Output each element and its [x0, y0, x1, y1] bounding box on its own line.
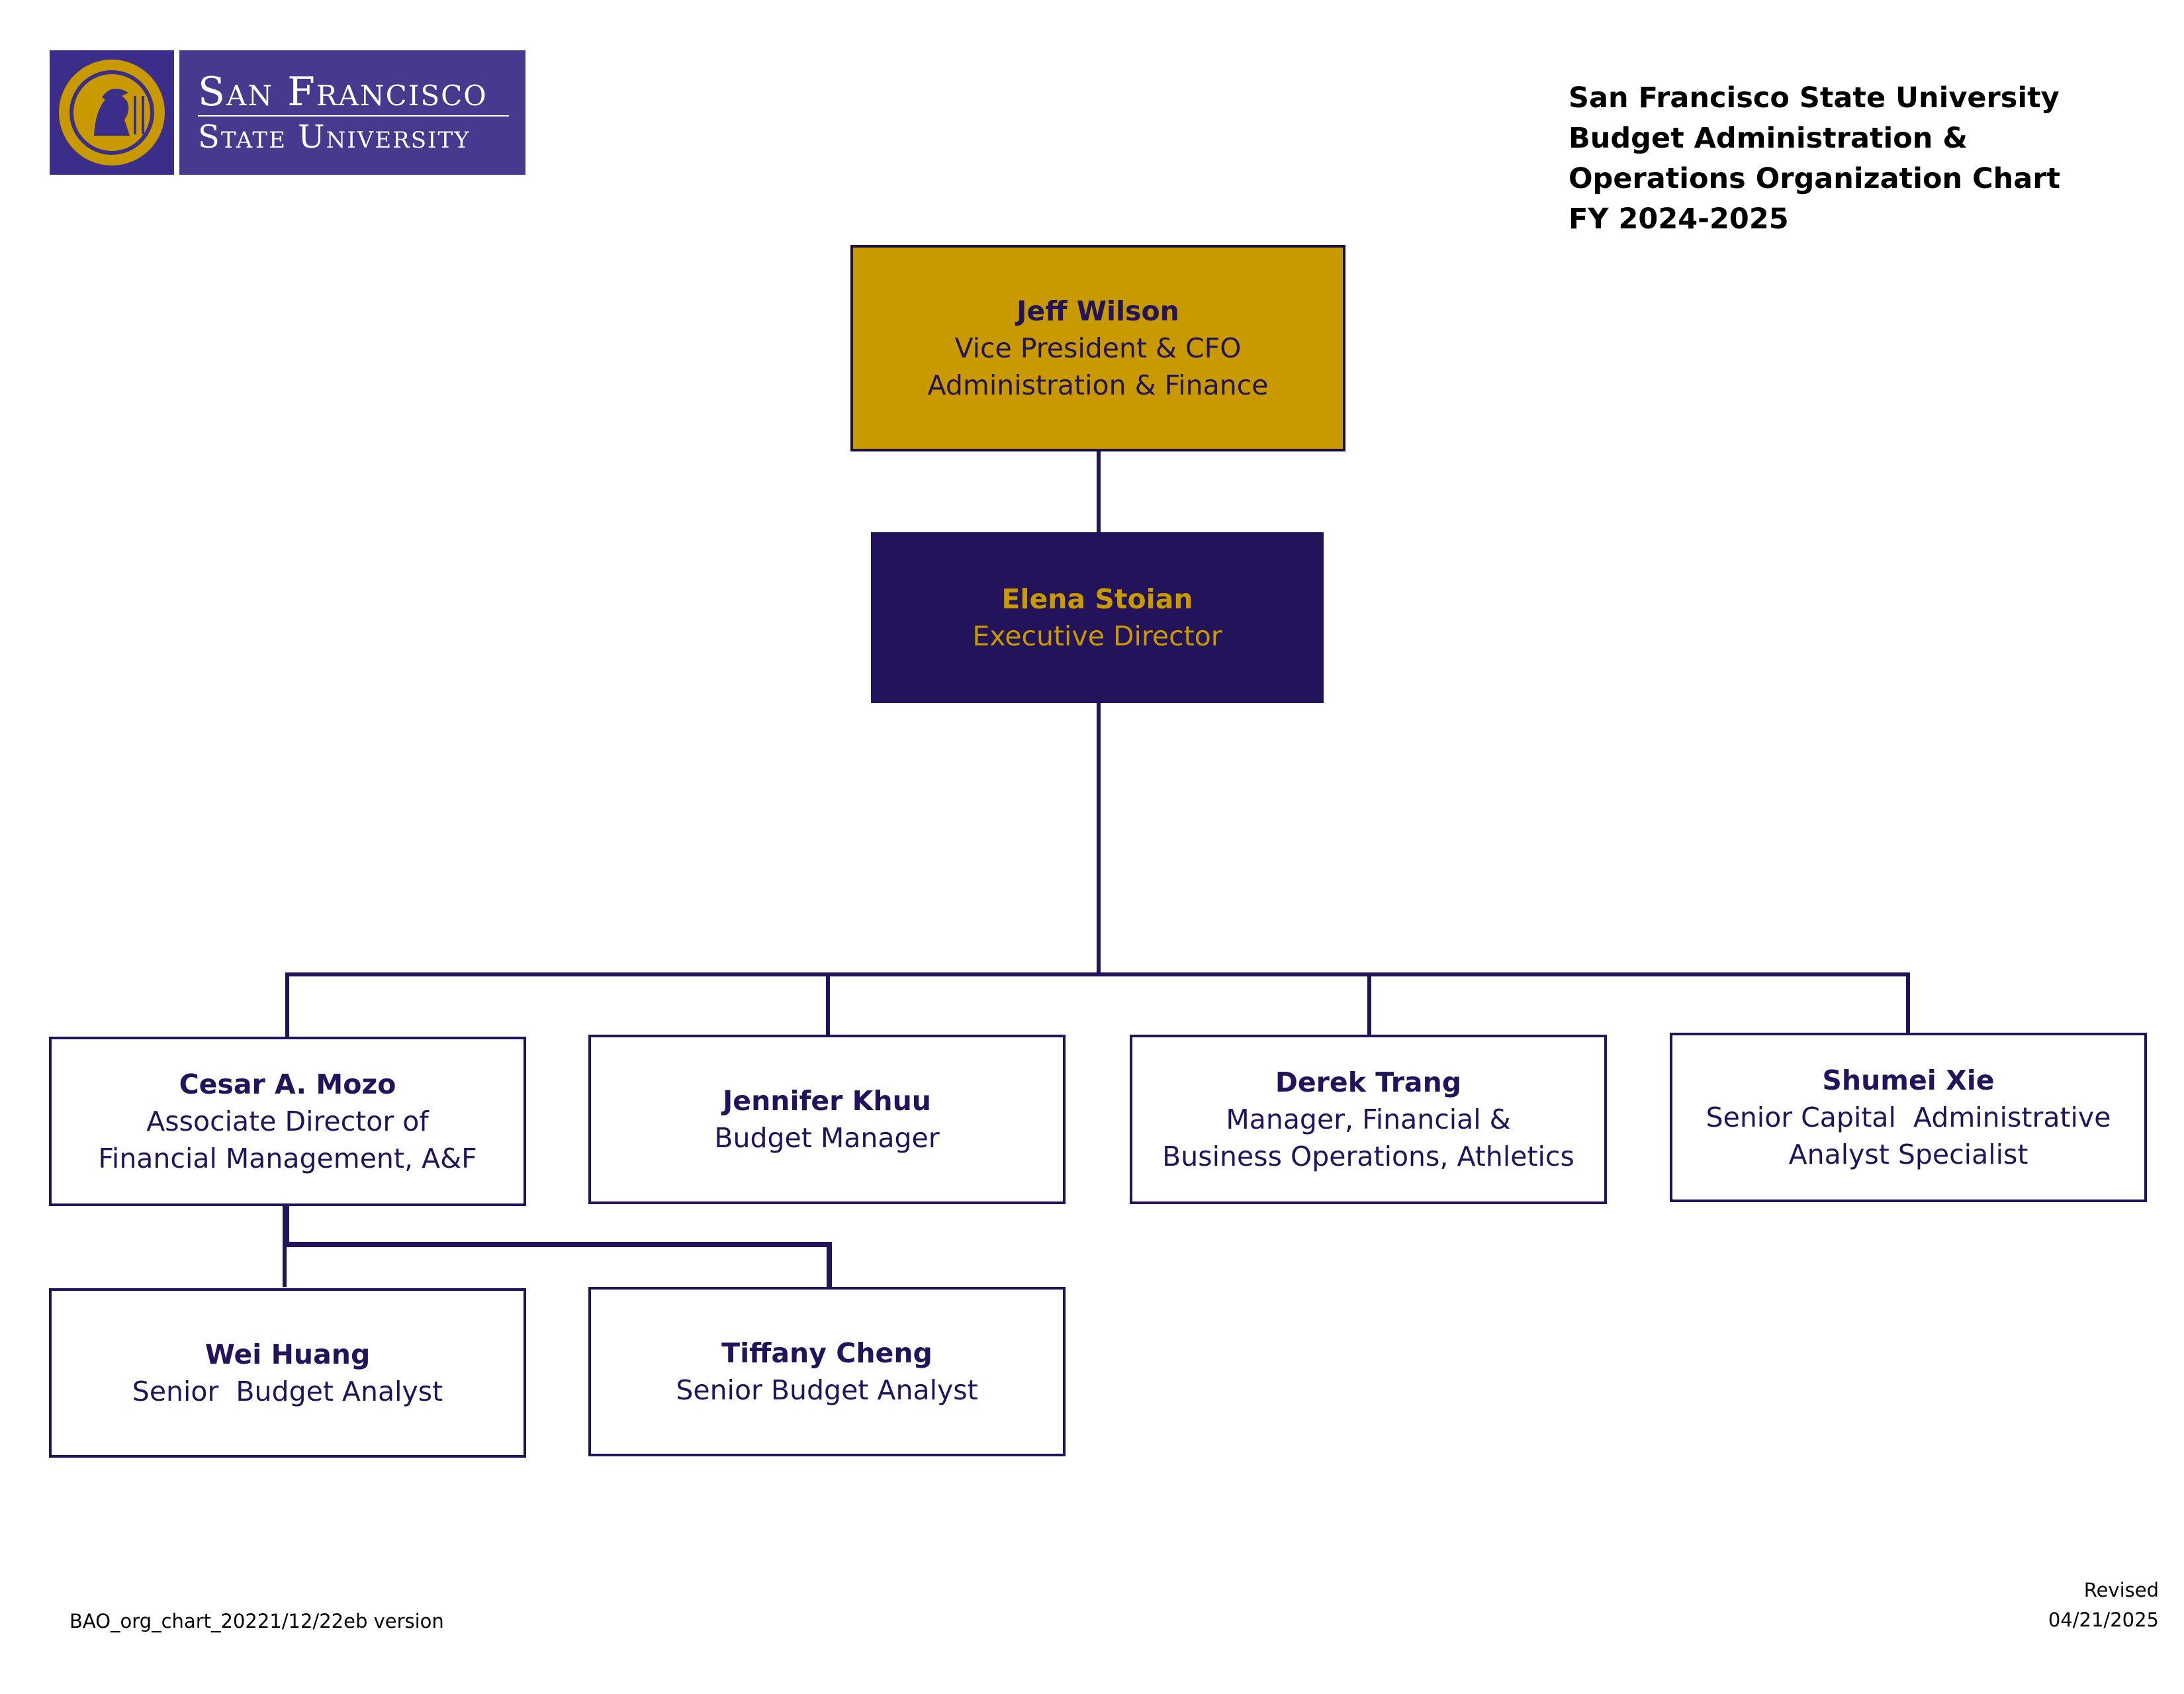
- node-huang: Wei Huang Senior Budget Analyst: [49, 1288, 526, 1458]
- chart-title: San Francisco State University Budget Ad…: [1569, 78, 2060, 240]
- connector-exec-trunk: [1097, 703, 1101, 976]
- node-cfo-title-2: Administration & Finance: [927, 369, 1269, 401]
- connector-drop-huang: [283, 1242, 287, 1287]
- node-trang: Derek Trang Manager, Financial & Busines…: [1130, 1035, 1607, 1204]
- node-xie-name: Shumei Xie: [1822, 1064, 1995, 1096]
- sfsu-logo: San Francisco State University: [50, 50, 525, 175]
- footer-revised-label: Revised: [2083, 1579, 2159, 1601]
- footer-revised-date: 04/21/2025: [2048, 1609, 2159, 1631]
- logo-divider: [174, 50, 179, 175]
- node-huang-name: Wei Huang: [205, 1339, 371, 1370]
- node-cheng-title-1: Senior Budget Analyst: [676, 1374, 978, 1406]
- logo-seal-area: [50, 50, 174, 175]
- connector-drop-mozo: [285, 972, 289, 1039]
- node-exec-name: Elena Stoian: [1001, 583, 1193, 615]
- node-exec: Elena Stoian Executive Director: [871, 532, 1324, 703]
- node-cfo: Jeff Wilson Vice President & CFO Adminis…: [850, 245, 1345, 451]
- footer-version: BAO_org_chart_20221/12/22eb version: [69, 1610, 444, 1632]
- connector-cfo-exec: [1097, 450, 1101, 534]
- node-cfo-name: Jeff Wilson: [1017, 295, 1179, 327]
- connector-horizontal-bus: [285, 972, 1910, 976]
- node-cfo-title-1: Vice President & CFO: [954, 332, 1242, 364]
- sfsu-seal-icon: [59, 60, 165, 165]
- node-xie-title-1: Senior Capital Administrative: [1706, 1102, 2111, 1133]
- node-xie: Shumei Xie Senior Capital Administrative…: [1670, 1033, 2147, 1202]
- connector-mozo-down: [283, 1203, 289, 1246]
- node-trang-name: Derek Trang: [1275, 1066, 1462, 1098]
- connector-mozo-bus: [283, 1242, 832, 1247]
- node-khuu-name: Jennifer Khuu: [723, 1085, 931, 1117]
- node-mozo-title-2: Financial Management, A&F: [98, 1143, 477, 1174]
- title-line-4: FY 2024-2025: [1569, 203, 1789, 236]
- logo-line-2: State University: [198, 118, 471, 156]
- logo-rule: [198, 115, 509, 117]
- node-mozo-title-1: Associate Director of: [146, 1106, 429, 1137]
- node-cheng-name: Tiffany Cheng: [721, 1337, 933, 1369]
- node-huang-title-1: Senior Budget Analyst: [132, 1376, 443, 1407]
- node-mozo-name: Cesar A. Mozo: [179, 1068, 396, 1100]
- title-line-2: Budget Administration &: [1569, 122, 1968, 155]
- node-trang-title-2: Business Operations, Athletics: [1162, 1141, 1574, 1172]
- connector-drop-trang: [1367, 972, 1371, 1037]
- node-khuu: Jennifer Khuu Budget Manager: [588, 1035, 1066, 1204]
- node-khuu-title-1: Budget Manager: [714, 1122, 940, 1154]
- node-exec-title-1: Executive Director: [972, 620, 1222, 652]
- footer-revised: Revised 04/21/2025: [2048, 1576, 2159, 1635]
- logo-wordmark: San Francisco State University: [179, 50, 525, 175]
- connector-drop-cheng: [827, 1242, 832, 1287]
- node-mozo: Cesar A. Mozo Associate Director of Fina…: [49, 1037, 526, 1206]
- connector-drop-khuu: [826, 972, 830, 1037]
- connector-drop-xie: [1906, 972, 1910, 1035]
- node-trang-title-1: Manager, Financial &: [1226, 1104, 1511, 1135]
- title-line-3: Operations Organization Chart: [1569, 162, 2061, 195]
- title-line-1: San Francisco State University: [1569, 81, 2060, 115]
- node-xie-title-2: Analyst Specialist: [1788, 1139, 2028, 1170]
- logo-line-1: San Francisco: [198, 69, 488, 115]
- node-cheng: Tiffany Cheng Senior Budget Analyst: [588, 1287, 1066, 1456]
